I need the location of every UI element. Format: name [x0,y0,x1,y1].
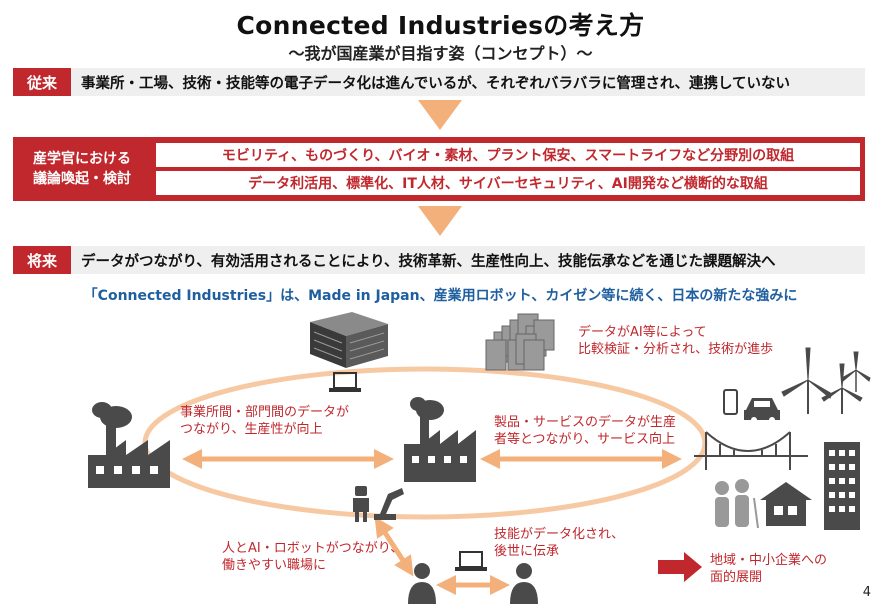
factory-icon-left [88,402,170,488]
server-racks-icon [485,313,555,371]
car-icon [744,398,780,423]
concept-diagram [88,312,871,604]
page-subtitle: ～我が国産業が目指す姿（コンセプト）～ [288,44,593,63]
past-band: 従来 事業所・工場、技術・技能等の電子データ化は進んでいるが、それぞれバラバラに… [13,68,865,96]
note-regional-expansion: 地域・中小企業への 面的展開 [710,553,828,585]
future-tag: 将来 [13,246,71,274]
bridge-icon [694,431,808,470]
discussion-tag-line2: 議論喚起・検討 [33,171,131,187]
page-number: 4 [862,585,871,600]
smartphone-icon [723,389,738,415]
factory-icon-center [404,397,476,482]
note-factory-link: 事業所間・部門間のデータが つながり、生産性が向上 [180,405,350,437]
robot-icon [353,486,369,522]
house-icon [760,482,812,526]
down-arrow-1 [418,100,462,130]
regional-expansion-arrow [658,552,702,582]
future-text: データがつながり、有効活用されることにより、技術革新、生産性向上、技能伝承などを… [81,253,776,270]
past-text: 事業所・工場、技術・技能等の電子データ化は進んでいるが、それぞれバラバラに管理さ… [81,75,791,92]
laptop-icon-top [329,372,361,392]
worker-icon-left [408,563,436,604]
note-service-link: 製品・サービスのデータが生産 者等とつながり、サービス向上 [494,415,677,447]
discussion-tag-line1: 産学官における [33,151,131,167]
past-tag: 従来 [13,68,71,96]
discussion-box: 産学官における 議論喚起・検討 モビリティ、ものづくり、バイオ・素材、プラント保… [13,137,865,201]
page-title: Connected Industriesの考え方 [236,11,645,40]
connected-industries-statement: 「Connected Industries」は、Made in Japan、産業… [83,288,798,304]
worker-icon-right [510,563,538,604]
wind-turbine-icon [781,347,871,414]
human-ai-link-arrow [374,516,414,577]
note-human-ai: 人とAI・ロボットがつながり、 働きやすい職場に [222,541,404,573]
future-band: 将来 データがつながり、有効活用されることにより、技術革新、生産性向上、技能伝承… [13,246,865,274]
discussion-row-crosscut: データ利活用、標準化、IT人材、サイバーセキュリティ、AI開発など横断的な取組 [156,171,860,195]
discussion-tag: 産学官における 議論喚起・検討 [13,137,151,201]
down-arrow-2 [418,206,462,236]
note-ai-analysis: データがAI等によって 比較検証・分析され、技術が進歩 [578,325,774,357]
elderly-people-icon [715,479,759,529]
laptop-icon-bottom [455,551,487,571]
note-skill-transfer: 技能がデータ化され、 後世に伝承 [494,527,625,559]
data-center-icon [310,312,388,368]
discussion-row-sector: モビリティ、ものづくり、バイオ・素材、プラント保安、スマートライフなど分野別の取… [156,143,860,167]
robot-arm-icon [374,488,404,520]
office-building-icon [824,442,860,530]
